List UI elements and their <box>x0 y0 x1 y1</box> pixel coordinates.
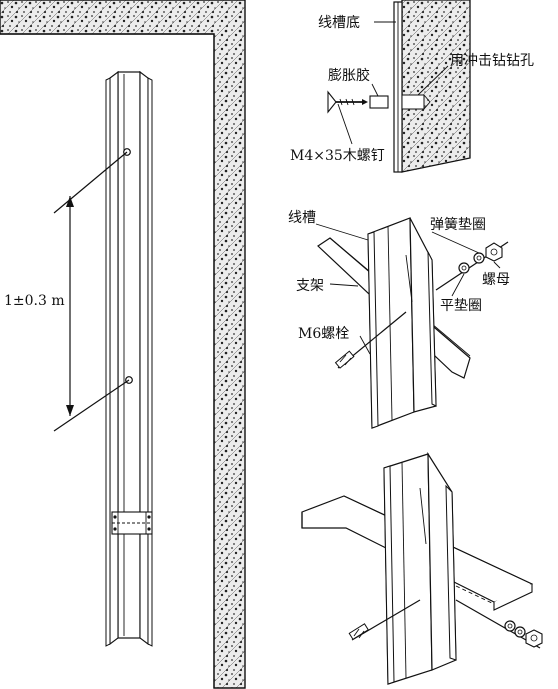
trough-bottom-label: 线槽底 <box>318 15 360 31</box>
spacing-label: 1±0.3 m <box>4 293 65 309</box>
vertical-trough-long <box>105 70 153 647</box>
shelf-m6-bolt <box>348 599 421 641</box>
drill-hole-label: 用冲击钻钻孔 <box>450 53 534 69</box>
bolt-label: M6螺栓 <box>298 326 349 342</box>
trough-label: 线槽 <box>288 210 316 226</box>
nut-label: 螺母 <box>482 272 510 288</box>
flat-washer-label: 平垫圈 <box>440 298 482 314</box>
wall-corner-section <box>0 0 246 689</box>
wood-screw <box>327 90 368 114</box>
washer-nut-stack <box>435 241 509 291</box>
shelf-washer-nut-stack <box>455 599 543 649</box>
spring-washer-label: 弹簧垫圈 <box>430 217 486 233</box>
m6-bolt <box>334 311 407 369</box>
spacing-dimension: 1±0.3 m <box>2 151 130 432</box>
shelf-bracket-detail <box>301 451 543 685</box>
bracket-bolt-detail: 线槽 弹簧垫圈 螺母 支架 平垫圈 M6螺栓 <box>288 210 510 429</box>
wall-anchor-detail: 线槽底 用冲击钻钻孔 膨胀胶 M4×35木螺钉 <box>290 0 534 173</box>
trough-joint-connector <box>111 511 153 535</box>
bracket-label: 支架 <box>296 278 324 294</box>
expansion-plug-label: 膨胀胶 <box>328 67 370 84</box>
expansion-plug <box>369 95 389 109</box>
wood-screw-label: M4×35木螺钉 <box>290 148 385 164</box>
